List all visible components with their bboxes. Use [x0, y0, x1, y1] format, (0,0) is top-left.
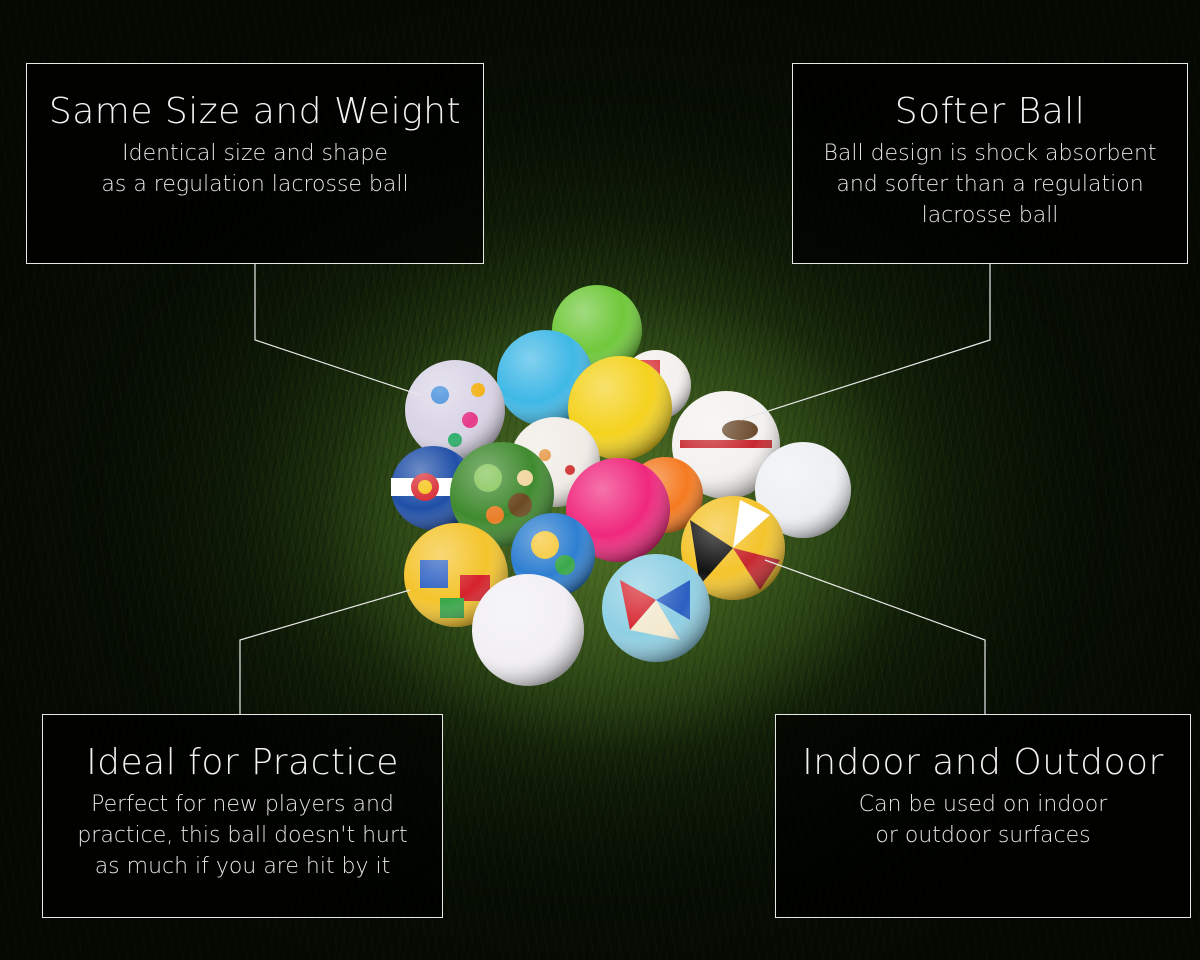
callout-body-line: as much if you are hit by it — [94, 854, 391, 879]
callout-body-line: practice, this ball doesn't hurt — [77, 823, 408, 848]
callout-indoor-outdoor: Indoor and Outdoor Can be used on indoor… — [775, 714, 1191, 918]
callout-ideal-practice: Ideal for Practice Perfect for new playe… — [42, 714, 443, 918]
callout-body: Identical size and shape as a regulation… — [27, 138, 483, 200]
callout-body-line: Identical size and shape — [122, 141, 388, 166]
callout-body-line: and softer than a regulation — [836, 172, 1144, 197]
callout-body: Can be used on indoor or outdoor surface… — [776, 789, 1190, 851]
callout-body-line: or outdoor surfaces — [875, 823, 1091, 848]
callout-body-line: lacrosse ball — [921, 203, 1059, 228]
callout-title: Softer Ball — [894, 91, 1086, 132]
callout-same-size-weight: Same Size and Weight Identical size and … — [26, 63, 484, 264]
callout-softer-ball: Softer Ball Ball design is shock absorbe… — [792, 63, 1188, 264]
callout-body-line: Perfect for new players and — [91, 792, 394, 817]
callout-body-line: as a regulation lacrosse ball — [101, 172, 409, 197]
callout-body-line: Can be used on indoor — [858, 792, 1108, 817]
callout-title: Ideal for Practice — [86, 742, 399, 783]
callout-body-line: Ball design is shock absorbent — [823, 141, 1157, 166]
callout-body: Perfect for new players and practice, th… — [43, 789, 442, 882]
callout-title: Same Size and Weight — [48, 91, 462, 132]
callout-body: Ball design is shock absorbent and softe… — [793, 138, 1187, 231]
callout-title: Indoor and Outdoor — [802, 742, 1164, 783]
